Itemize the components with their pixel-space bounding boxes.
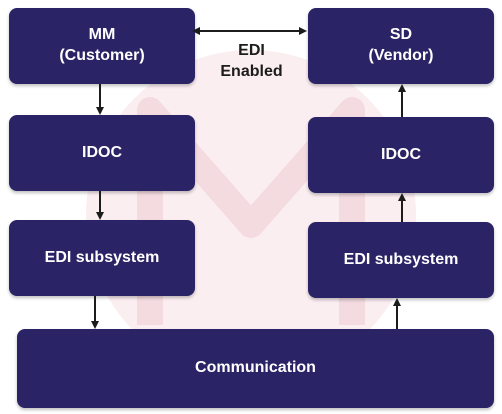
sd-node-title: SD	[389, 26, 413, 44]
edi-subsystem-left-label: EDI subsystem	[44, 248, 160, 266]
communication-label: Communication	[195, 359, 316, 377]
edi-subsystem-left-node: EDI subsystem	[9, 220, 195, 296]
mm-node-title: MM	[88, 26, 116, 44]
sd-node-subtitle: (Vendor)	[368, 47, 434, 64]
edi-enabled-label: EDI Enabled	[195, 41, 308, 83]
idoc-right-label: IDOC	[381, 145, 421, 163]
edi-subsystem-right-node: EDI subsystem	[308, 222, 494, 298]
idoc-right-node: IDOC	[308, 117, 494, 193]
edi-enabled-line2: Enabled	[220, 62, 283, 80]
edi-enabled-line1: EDI	[238, 42, 265, 59]
idoc-left-node: IDOC	[9, 115, 195, 191]
idoc-left-label: IDOC	[82, 143, 122, 161]
mm-node-subtitle: (Customer)	[59, 47, 145, 64]
edi-subsystem-right-label: EDI subsystem	[343, 250, 459, 268]
mm-customer-node: MM (Customer)	[9, 8, 195, 84]
sd-vendor-node: SD (Vendor)	[308, 8, 494, 84]
communication-node: Communication	[17, 329, 494, 408]
